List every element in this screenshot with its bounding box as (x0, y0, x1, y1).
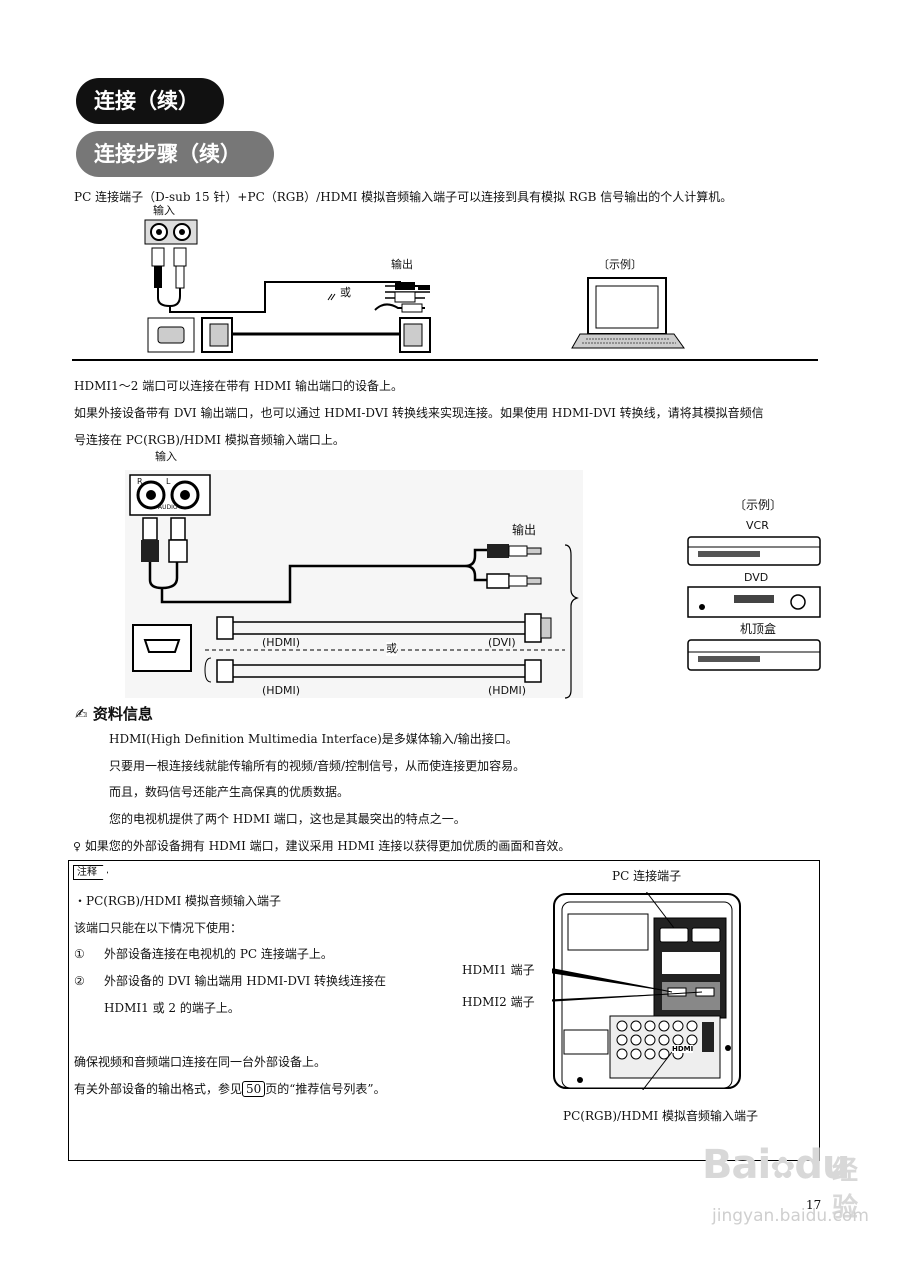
info-heading-row: ✍ 资料信息 (75, 703, 153, 724)
hdmi-text-line1: HDMI1～2 端口可以连接在带有 HDMI 输出端口的设备上。 (74, 379, 403, 393)
hdmi2-terminal-label: HDMI2 端子 (462, 995, 535, 1009)
note-line-3b: 页的“推荐信号列表”。 (265, 1082, 386, 1096)
watermark-cn: 经验 (832, 1156, 859, 1223)
stb-label: 机顶盒 (740, 622, 777, 636)
note-tag: 注释 (73, 865, 108, 880)
vcr-device (687, 536, 821, 566)
hdmi-cable-label-2: (HDMI) (262, 684, 301, 697)
note-item-1-number: ① (74, 947, 85, 961)
note-item-2b: HDMI1 或 2 的端子上。 (104, 1001, 240, 1015)
hdmi-connection-diagram (125, 470, 583, 699)
pc-connection-diagram (144, 219, 685, 353)
dvd-label: DVD (744, 571, 769, 584)
set-top-box-device (687, 639, 821, 671)
hdmi-output-label: 输出 (512, 523, 537, 537)
hdmi-text-line2: 如果外接设备带有 DVI 输出端口，也可以通过 HDMI-DVI 转换线来实现连… (74, 406, 764, 420)
pc-output-label: 输出 (391, 258, 413, 271)
note-line-2: 确保视频和音频端口连接在同一台外部设备上。 (74, 1055, 327, 1069)
vcr-label: VCR (746, 519, 769, 532)
note-line-3a: 有关外部设备的输出格式，参见 (74, 1082, 243, 1096)
info-heading: 资料信息 (92, 705, 153, 723)
note-line-1: 该端口只能在以下情况下使用： (74, 921, 243, 935)
info-paragraph-3: 而且，数码信号还能产生高保真的优质数据。 (109, 785, 350, 799)
info-paragraph-4: 您的电视机提供了两个 HDMI 端口，这也是其最突出的特点之一。 (109, 812, 466, 826)
page-number: 17 (806, 1198, 822, 1212)
hdmi-or-label: 或 (386, 642, 397, 656)
page-reference-link[interactable]: 50 (242, 1081, 266, 1097)
note-title: ・PC(RGB)/HDMI 模拟音频输入端子 (74, 894, 282, 908)
watermark-brand: Bai (702, 1142, 771, 1188)
audio-terminal-label: PC(RGB)/HDMI 模拟音频输入端子 (563, 1109, 759, 1123)
pc-terminal-label: PC 连接端子 (612, 869, 682, 883)
paw-icon: ✿ (770, 1151, 795, 1186)
pc-example-label: 〔示例〕 (598, 258, 642, 271)
note-box: 注释 (68, 860, 820, 1161)
note-item-2: 外部设备的 DVI 输出端用 HDMI-DVI 转换线连接在 (104, 974, 387, 988)
lightbulb-icon: ♀ (73, 840, 82, 853)
note-item-2-number: ② (74, 974, 85, 988)
pc-or-label: 或 (340, 286, 351, 299)
section-divider (72, 359, 818, 361)
hdmi-cable-label-3: (HDMI) (488, 684, 527, 697)
info-paragraph-2: 只要用一根连接线就能传输所有的视频/音频/控制信号，从而使连接更加容易。 (109, 759, 526, 773)
pencil-note-icon: ✍ (75, 705, 88, 723)
pc-input-label: 输入 (153, 204, 175, 217)
note-item-1: 外部设备连接在电视机的 PC 连接端子上。 (104, 947, 333, 961)
panel-hdmi-logo: HDMI (672, 1045, 694, 1053)
tip-row: ♀ 如果您的外部设备拥有 HDMI 端口，建议采用 HDMI 连接以获得更加优质… (73, 838, 570, 855)
audio-r-label: R (137, 477, 143, 486)
dvi-cable-label: (DVI) (488, 636, 516, 649)
dvd-device (687, 586, 821, 618)
info-paragraph-1: HDMI(High Definition Multimedia Interfac… (109, 732, 518, 746)
hdmi-cable-label-1: (HDMI) (262, 636, 301, 649)
audio-l-label: L (166, 477, 171, 486)
section-title: 连接（续） (76, 78, 224, 124)
watermark-url: jingyan.baidu.com (712, 1206, 869, 1226)
baidu-watermark: Bai✿du 经验 jingyan.baidu.com (702, 1140, 882, 1250)
section-subtitle: 连接步骤（续） (76, 131, 274, 177)
tip-text: 如果您的外部设备拥有 HDMI 端口，建议采用 HDMI 连接以获得更加优质的画… (84, 839, 571, 853)
hdmi1-terminal-label: HDMI1 端子 (462, 963, 535, 977)
audio-text-label: AUDIO (158, 504, 178, 511)
watermark-brand-2: du (794, 1142, 850, 1188)
hdmi-text-line3: 号连接在 PC(RGB)/HDMI 模拟音频输入端口上。 (74, 433, 345, 447)
tv-rear-panel (552, 892, 741, 1090)
pc-intro-text: PC 连接端子（D-sub 15 针）+PC（RGB）/HDMI 模拟音频输入端… (74, 190, 733, 204)
hdmi-example-label: 〔示例〕 (734, 498, 783, 512)
hdmi-input-label: 输入 (155, 450, 177, 463)
